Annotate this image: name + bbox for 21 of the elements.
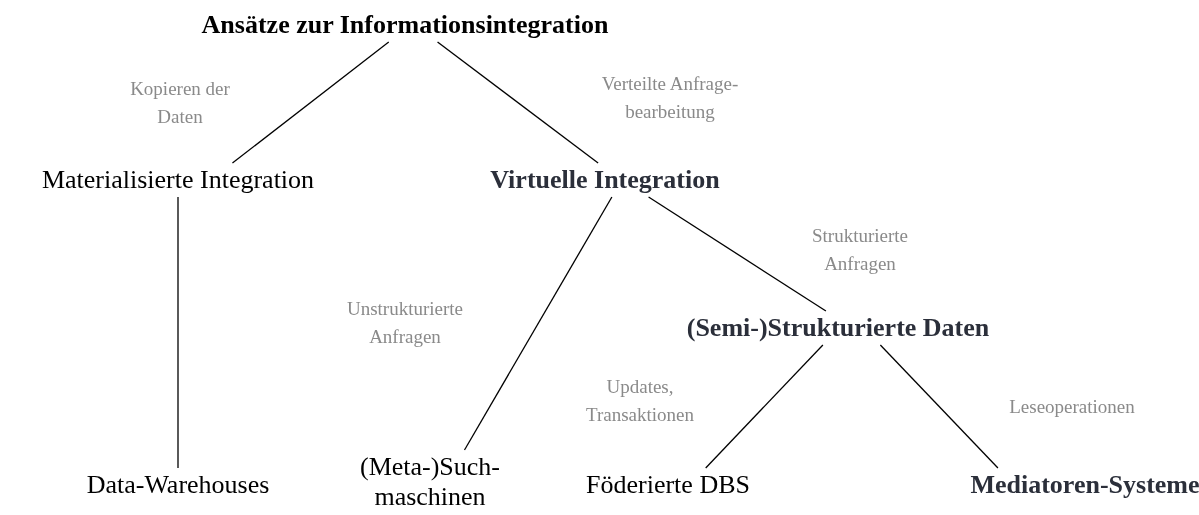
edge-label: Leseoperationen xyxy=(1008,395,1136,419)
edge-label: Updates, Transaktionen xyxy=(585,375,695,427)
node-label: Materialisierte Integration xyxy=(41,165,315,195)
node-label: Mediatoren-Systeme xyxy=(970,470,1199,500)
node-label: Virtuelle Integration xyxy=(490,165,720,195)
connector-line xyxy=(879,344,999,469)
connector-line xyxy=(705,344,824,469)
node-label: Data-Warehouses xyxy=(86,470,270,500)
connector-line xyxy=(463,196,613,451)
connector-line xyxy=(231,41,390,164)
edge-label: Unstrukturierte Anfragen xyxy=(345,297,465,349)
node-label: Föderierte DBS xyxy=(586,470,750,500)
edge-label: Kopieren der Daten xyxy=(129,77,231,129)
node-label: (Meta-)Such- maschinen xyxy=(355,452,505,512)
node-label: Ansätze zur Informationsintegration xyxy=(201,10,609,40)
edge-label: Verteilte Anfrage- bearbeitung xyxy=(600,72,740,124)
node-label: (Semi-)Strukturierte Daten xyxy=(686,313,990,343)
connector-line xyxy=(436,41,599,164)
edge-label: Strukturierte Anfragen xyxy=(811,224,909,276)
connector-line xyxy=(177,196,179,469)
connector-line xyxy=(647,196,827,312)
